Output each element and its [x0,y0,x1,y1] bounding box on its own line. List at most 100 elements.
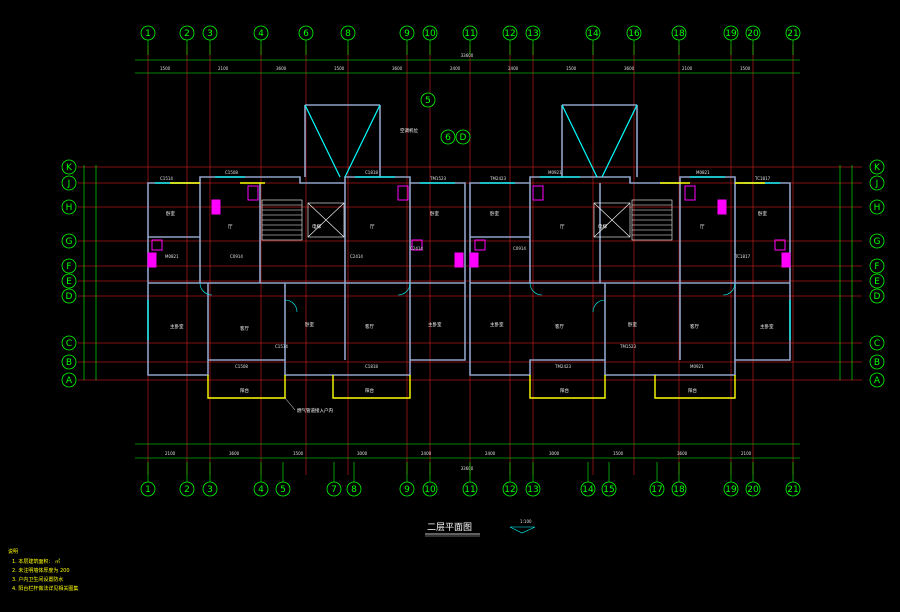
svg-text:1: 1 [145,29,151,39]
grid-bubble-bottom: 21 [785,481,801,497]
room-label-hall-right: 厅 [560,224,565,230]
dim-label: 2100 [741,451,752,456]
svg-text:E: E [874,277,880,287]
grid-bubble-left: F [61,258,77,274]
svg-text:21: 21 [787,29,798,39]
grid-bubble-right: D [869,288,885,304]
room-label-living-right: 客厅 [555,323,564,330]
svg-text:10: 10 [424,485,436,495]
dim-label: 1500 [740,66,751,71]
room-label-hall-right-2: 厅 [700,224,705,230]
svg-text:B: B [66,358,72,368]
detail-bubble: D [455,129,471,145]
svg-text:A: A [66,376,73,386]
grid-bubble-top: 21 [785,25,801,41]
grid-bubble-top: 3 [202,25,218,41]
grid-bubble-bottom: 4 [253,481,269,497]
grid-bubble-left: H [61,199,77,215]
room-label-elevator-right: 电梯 [598,223,607,230]
overall-dim-top: 33600 [461,53,474,58]
svg-text:3: 3 [207,29,213,39]
overall-dim-bottom: 33600 [461,466,474,471]
room-label-living-left: 客厅 [240,325,249,332]
grid-bubble-left: K [61,159,77,175]
room-label-balcony-4: 阳台 [688,387,697,394]
equipment-annotation: 空调机位 [400,127,418,134]
balconies [170,182,765,399]
dim-label: 1500 [293,451,304,456]
notes-heading: 说明 [8,548,18,555]
svg-text:14: 14 [582,485,594,495]
svg-text:E: E [66,277,72,287]
grid-bubble-left: J [61,175,77,191]
notes-line-2: 2. 未注明墙体厚度为 200 [12,567,70,574]
grid-bubble-top: 10 [422,25,438,41]
svg-text:C: C [874,339,880,349]
dim-label: 3000 [549,451,560,456]
room-label-balcony-2: 阳台 [365,387,374,394]
notes-line-4: 4. 阳台栏杆做法详见相关图集 [12,585,78,592]
dimension-lines [83,59,853,459]
dim-label: 3600 [677,451,688,456]
svg-text:G: G [874,237,881,247]
grid-bubble-bottom: 7 [326,481,342,497]
svg-text:J: J [67,179,71,189]
svg-text:K: K [874,163,881,173]
room-label-living-right-2: 客厅 [690,323,699,330]
door-window-tag: M0821 [165,254,179,259]
svg-text:5: 5 [280,485,286,495]
grid-bubble-left: E [61,273,77,289]
grid-bubble-bottom: 11 [462,481,478,497]
grid-bubble-left: G [61,233,77,249]
door-window-tag: M0921 [548,170,562,175]
door-window-tag: C2414 [350,254,363,259]
svg-text:8: 8 [345,29,351,39]
drawing-scale: 1:100 [520,519,532,524]
svg-text:D: D [460,133,467,143]
grid-bubble-bottom: 17 [649,481,665,497]
svg-text:4: 4 [258,29,264,39]
room-label-bedroom-left: 卧室 [305,321,314,328]
svg-text:2: 2 [184,485,190,495]
grid-bubble-top: 14 [585,25,601,41]
room-label-master-left: 主卧室 [170,323,184,330]
svg-text:G: G [66,237,73,247]
grid-bubble-bottom: 10 [422,481,438,497]
svg-text:D: D [66,292,73,302]
grid-bubble-left: B [61,354,77,370]
svg-text:15: 15 [603,485,614,495]
door-window-tag: TM1523 [429,176,447,181]
svg-text:4: 4 [258,485,264,495]
grid-bubble-top: 2 [179,25,195,41]
room-label-elevator-left: 电梯 [312,223,321,230]
door-window-tag: C1508 [225,170,238,175]
grid-bubble-left: D [61,288,77,304]
grid-bubble-right: A [869,372,885,388]
door-window-tag: C0914 [513,246,526,251]
dim-label: 2100 [165,451,176,456]
door-window-tag: M0821 [696,170,710,175]
door-window-tag: TM1523 [619,344,637,349]
door-window-tag: C1818 [365,170,378,175]
svg-text:H: H [874,203,881,213]
dim-label: 2400 [508,66,519,71]
room-label-bedroom-top-right-2: 卧室 [758,210,767,217]
svg-text:12: 12 [504,29,515,39]
svg-text:6: 6 [445,133,451,143]
grid-bubble-left: C [61,335,77,351]
grid-bubble-bottom: 1 [140,481,156,497]
grid-bubble-top: 8 [340,25,356,41]
grid-bubble-bottom: 2 [179,481,195,497]
dim-label: 3600 [276,66,287,71]
grid-bubble-bottom: 15 [601,481,617,497]
detail-bubble: 6 [440,129,456,145]
svg-text:12: 12 [504,485,515,495]
svg-text:8: 8 [351,485,357,495]
